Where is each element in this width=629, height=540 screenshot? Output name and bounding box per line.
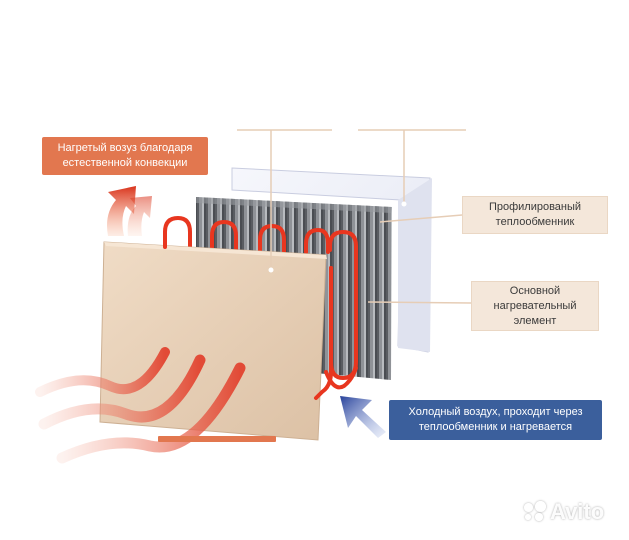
infrared-waves [35,347,246,464]
cold-air-arrow [340,396,386,438]
leader-lines [237,129,472,304]
warm-air-callout: Нагретый возуз благодаря естественной ко… [42,137,208,175]
leader-dots [268,201,407,273]
main-heater-callout: Основной нагревательный элемент [471,281,599,331]
back-panel [231,167,432,353]
profiled-exchanger-callout: Профилированый теплообменник [462,196,608,234]
heating-element [163,215,358,390]
avito-dots-icon [524,501,546,523]
warm-air-arrow [107,186,152,236]
infrared-callout-cropped [158,436,276,442]
avito-watermark: Avito [524,499,604,525]
watermark-text: Avito [550,499,605,524]
heating-element-front [163,230,333,400]
cold-air-callout: Холодный воздух, проходит через теплообм… [389,400,602,440]
